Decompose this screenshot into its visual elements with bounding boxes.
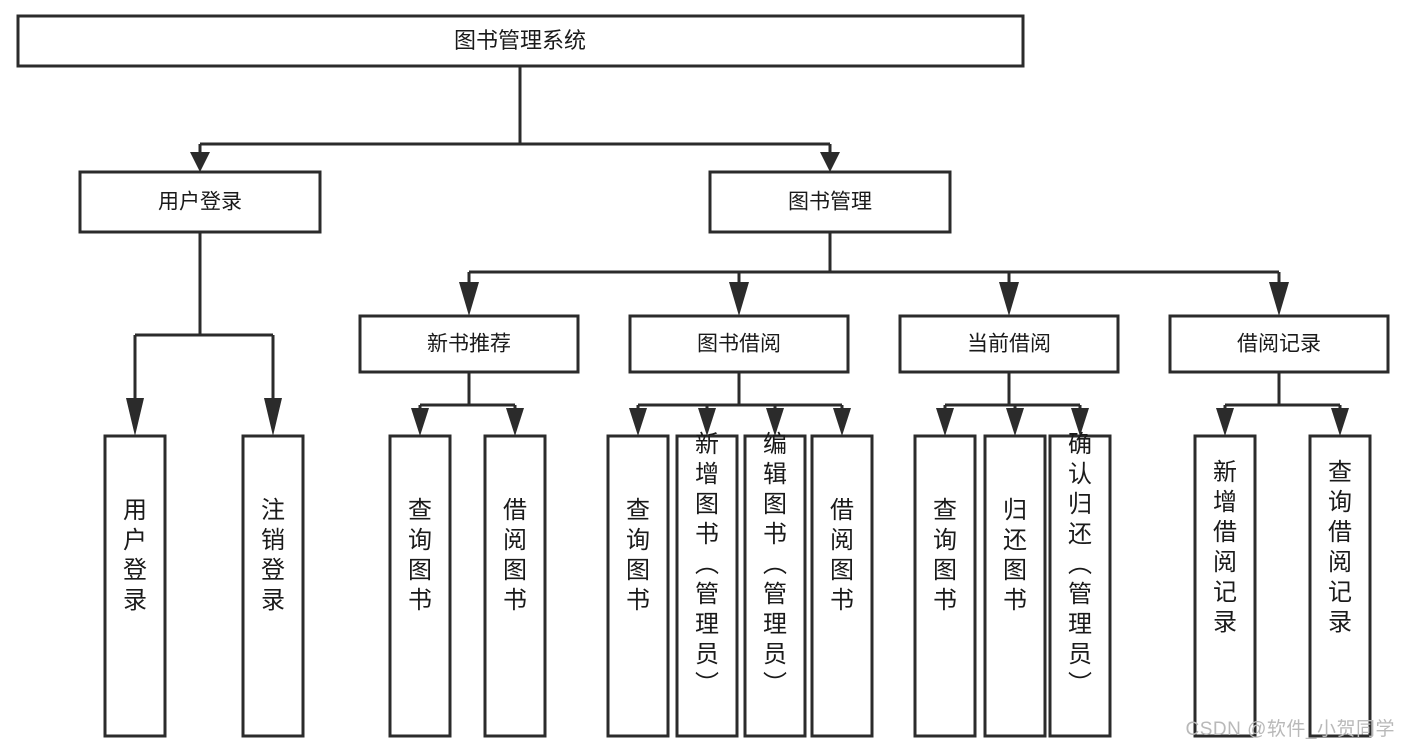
arrowhead-borrow-record: [1269, 282, 1289, 316]
leaf-bb-1-box[interactable]: [675, 434, 739, 738]
leaf-user-login-0-label: 用户登录: [123, 497, 147, 614]
leaf-bb-0-label: 查询图书: [626, 497, 650, 614]
arrowhead-leaf-cb-1: [1006, 408, 1024, 436]
leaf-bb-3-box[interactable]: [810, 434, 874, 738]
arrowhead-leaf-bb-0: [629, 408, 647, 436]
node-borrow-record-box[interactable]: [1168, 314, 1390, 374]
node-user-login-box[interactable]: [78, 170, 322, 234]
leaf-bb-1-label: 新增图书︵管理员︶: [695, 431, 719, 698]
leaf-nbr-1-label: 借阅图书: [503, 497, 527, 614]
leaf-bb-0-box[interactable]: [606, 434, 670, 738]
connector-group-new-book-recommend: [411, 372, 524, 436]
connector-group-user-login: [126, 232, 282, 436]
node-borrow-record-label: 借阅记录: [1237, 333, 1321, 356]
leaf-cb-1-label: 归还图书: [1003, 497, 1027, 614]
leaf-cb-0-box[interactable]: [913, 434, 977, 738]
node-root[interactable]: 图书管理系统: [16, 14, 1025, 68]
leaf-nbr-0-box[interactable]: [388, 434, 452, 738]
connector-group-borrow-record: [1216, 372, 1349, 436]
leaf-node[interactable]: 注销登录: [241, 434, 305, 738]
arrowhead-leaf-bb-2: [766, 408, 784, 436]
arrowhead-leaf-bb-3: [833, 408, 851, 436]
leaf-bb-2-label: 编辑图书︵管理员︶: [763, 431, 787, 698]
leaf-node[interactable]: 新增借阅记录: [1193, 434, 1257, 738]
node-book-management-box[interactable]: [708, 170, 952, 234]
leaf-node[interactable]: 新增图书︵管理员︶: [675, 431, 739, 738]
leaf-node[interactable]: 归还图书: [983, 434, 1047, 738]
arrowhead-leaf-user-login-1: [264, 398, 282, 436]
arrowhead-book-mgmt: [820, 152, 840, 172]
leaf-node[interactable]: 借阅图书: [483, 434, 547, 738]
node-current-borrow-box[interactable]: [898, 314, 1120, 374]
leaf-nbr-1-box[interactable]: [483, 434, 547, 738]
node-book-management-label: 图书管理: [788, 191, 872, 214]
arrowhead-new-book-recommend: [459, 282, 479, 316]
leaf-node[interactable]: 借阅图书: [810, 434, 874, 738]
connector-group-book-mgmt: [459, 232, 1289, 316]
node-current-borrow[interactable]: 当前借阅: [898, 314, 1120, 374]
leaf-br-1-box[interactable]: [1308, 434, 1372, 738]
node-new-book-recommend-label: 新书推荐: [427, 333, 511, 356]
leaf-node[interactable]: 查询图书: [388, 434, 452, 738]
arrowhead-user-login: [190, 152, 210, 172]
arrowhead-leaf-br-1: [1331, 408, 1349, 436]
node-book-management[interactable]: 图书管理: [708, 170, 952, 234]
leaf-bb-3-label: 借阅图书: [830, 497, 854, 614]
node-user-login-label: 用户登录: [158, 191, 242, 214]
leaf-node[interactable]: 确认归还︵管理员︶: [1048, 431, 1112, 738]
leaf-cb-0-label: 查询图书: [933, 497, 957, 614]
node-book-borrow-label: 图书借阅: [697, 333, 781, 356]
leaf-node[interactable]: 用户登录: [103, 434, 167, 738]
leaf-cb-2-box[interactable]: [1048, 434, 1112, 738]
arrowhead-leaf-nbr-1: [506, 408, 524, 436]
arrowhead-leaf-cb-2: [1071, 408, 1089, 436]
arrowhead-leaf-br-0: [1216, 408, 1234, 436]
arrowhead-book-borrow: [729, 282, 749, 316]
leaf-node[interactable]: 编辑图书︵管理员︶: [743, 431, 807, 738]
leaf-user-login-1-box[interactable]: [241, 434, 305, 738]
leaf-user-login-0-box[interactable]: [103, 434, 167, 738]
leaf-node[interactable]: 查询图书: [913, 434, 977, 738]
connector-group-current-borrow: [936, 372, 1089, 436]
leaf-br-0-label: 新增借阅记录: [1213, 459, 1237, 636]
node-root-box[interactable]: [16, 14, 1025, 68]
node-borrow-record[interactable]: 借阅记录: [1168, 314, 1390, 374]
arrowhead-current-borrow: [999, 282, 1019, 316]
leaf-bb-2-box[interactable]: [743, 434, 807, 738]
node-root-label: 图书管理系统: [454, 28, 586, 53]
node-user-login[interactable]: 用户登录: [78, 170, 322, 234]
leaf-cb-1-box[interactable]: [983, 434, 1047, 738]
leaf-br-0-box[interactable]: [1193, 434, 1257, 738]
connector-group-root: [190, 66, 840, 172]
node-book-borrow[interactable]: 图书借阅: [628, 314, 850, 374]
leaf-user-login-1-label: 注销登录: [261, 497, 285, 614]
leaf-node[interactable]: 查询借阅记录: [1308, 434, 1372, 738]
leaf-cb-2-label: 确认归还︵管理员︶: [1068, 431, 1092, 698]
leaf-br-1-label: 查询借阅记录: [1328, 459, 1352, 636]
arrowhead-leaf-cb-0: [936, 408, 954, 436]
node-new-book-recommend[interactable]: 新书推荐: [358, 314, 580, 374]
arrowhead-leaf-bb-1: [698, 408, 716, 436]
node-book-borrow-box[interactable]: [628, 314, 850, 374]
node-current-borrow-label: 当前借阅: [967, 333, 1051, 356]
leaf-nbr-0-label: 查询图书: [408, 497, 432, 614]
node-new-book-recommend-box[interactable]: [358, 314, 580, 374]
connector-group-book-borrow: [629, 372, 851, 436]
arrowhead-leaf-nbr-0: [411, 408, 429, 436]
arrowhead-leaf-user-login-0: [126, 398, 144, 436]
leaf-node[interactable]: 查询图书: [606, 434, 670, 738]
